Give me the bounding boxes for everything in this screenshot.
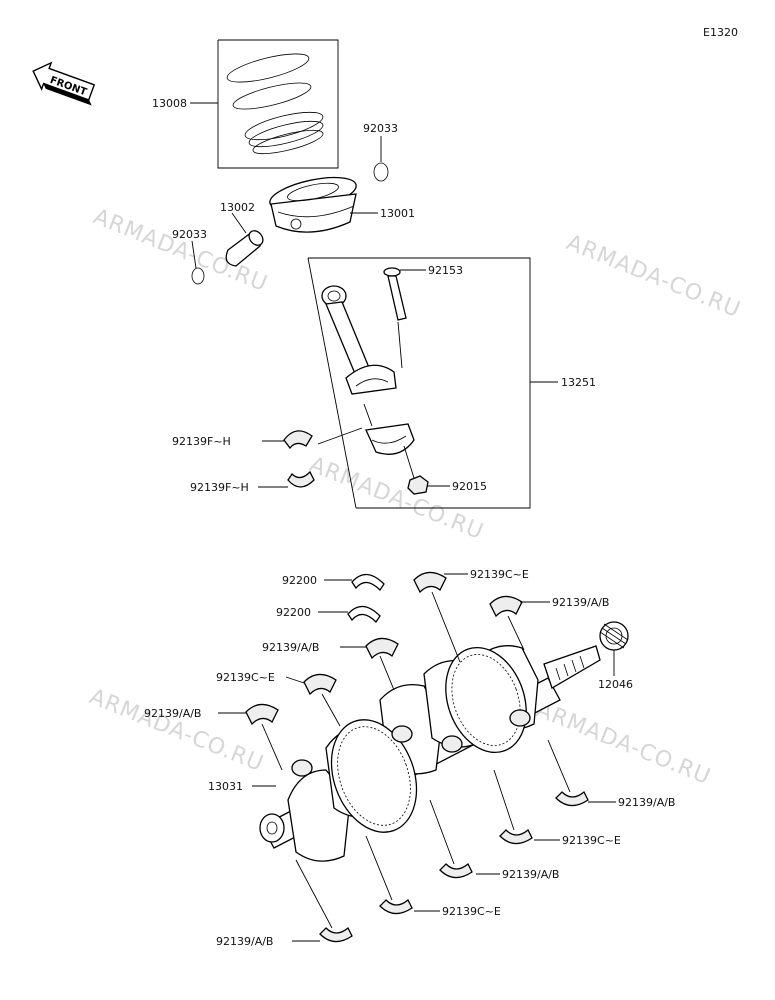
front-arrow-icon: FRONT — [32, 61, 96, 106]
label-92139fh-lower: 92139F~H — [190, 481, 249, 494]
main-bearing-ce-left — [303, 673, 337, 696]
conrod-bolt — [383, 267, 407, 321]
crankshaft — [259, 645, 601, 862]
thrust-washer-upper — [351, 573, 385, 592]
label-92139ab-bottom-left: 92139/A/B — [216, 935, 273, 948]
label-92139fh-upper: 92139F~H — [172, 435, 231, 448]
conrod-nut — [407, 475, 429, 495]
watermark-5: ARMADA-CO.RU — [533, 697, 714, 790]
label-92015: 92015 — [452, 480, 487, 493]
label-92139ab-right-low: 92139/A/B — [618, 796, 675, 809]
label-92153: 92153 — [428, 264, 463, 277]
conrod-cap — [365, 423, 415, 455]
conrod — [321, 285, 397, 395]
conrod-bearing-lower — [287, 470, 315, 488]
label-13002: 13002 — [220, 201, 255, 214]
label-92033-lower: 92033 — [172, 228, 207, 241]
label-92139ce-top: 92139C~E — [470, 568, 529, 581]
piston-pin-clip-upper — [373, 162, 389, 182]
main-bearing-ab-top-right — [489, 595, 523, 618]
label-92139ab-top-right: 92139/A/B — [552, 596, 609, 609]
piston — [269, 176, 357, 233]
diagram-code: E1320 — [703, 26, 738, 39]
main-bearing-ab-bottom-mid — [439, 862, 473, 879]
label-92200-upper: 92200 — [282, 574, 317, 587]
main-bearing-ce-right-low — [499, 828, 533, 845]
main-bearing-ab-left — [245, 703, 279, 726]
label-92139ce-left: 92139C~E — [216, 671, 275, 684]
label-92139ce-right-low: 92139C~E — [562, 834, 621, 847]
piston-pin — [225, 230, 264, 267]
conrod-bearing-upper — [283, 430, 313, 450]
watermark-2: ARMADA-CO.RU — [563, 230, 744, 323]
label-13008: 13008 — [152, 97, 187, 110]
leader-lines — [261, 321, 571, 929]
label-92139ab-bottom-mid: 92139/A/B — [502, 868, 559, 881]
watermark-4: ARMADA-CO.RU — [86, 684, 267, 777]
main-bearing-ab-mid — [365, 637, 399, 660]
label-92033-upper: 92033 — [363, 122, 398, 135]
piston-ring-set — [217, 39, 339, 169]
needle-bearing — [599, 621, 629, 651]
label-92200-lower: 92200 — [276, 606, 311, 619]
main-bearing-ce-bottom — [379, 898, 413, 915]
main-bearing-ce-top — [413, 571, 447, 594]
label-92139ab-mid: 92139/A/B — [262, 641, 319, 654]
watermark-3: ARMADA-CO.RU — [306, 452, 487, 545]
label-92139ab-left: 92139/A/B — [144, 707, 201, 720]
main-bearing-ab-bottom-left — [319, 926, 353, 943]
main-bearing-ab-right-low — [555, 790, 589, 807]
label-13001: 13001 — [380, 207, 415, 220]
label-92139ce-bottom: 92139C~E — [442, 905, 501, 918]
piston-pin-clip-lower — [191, 267, 205, 285]
label-13031: 13031 — [208, 780, 243, 793]
thrust-washer-lower — [347, 605, 381, 624]
label-13251: 13251 — [561, 376, 596, 389]
label-12046: 12046 — [598, 678, 633, 691]
